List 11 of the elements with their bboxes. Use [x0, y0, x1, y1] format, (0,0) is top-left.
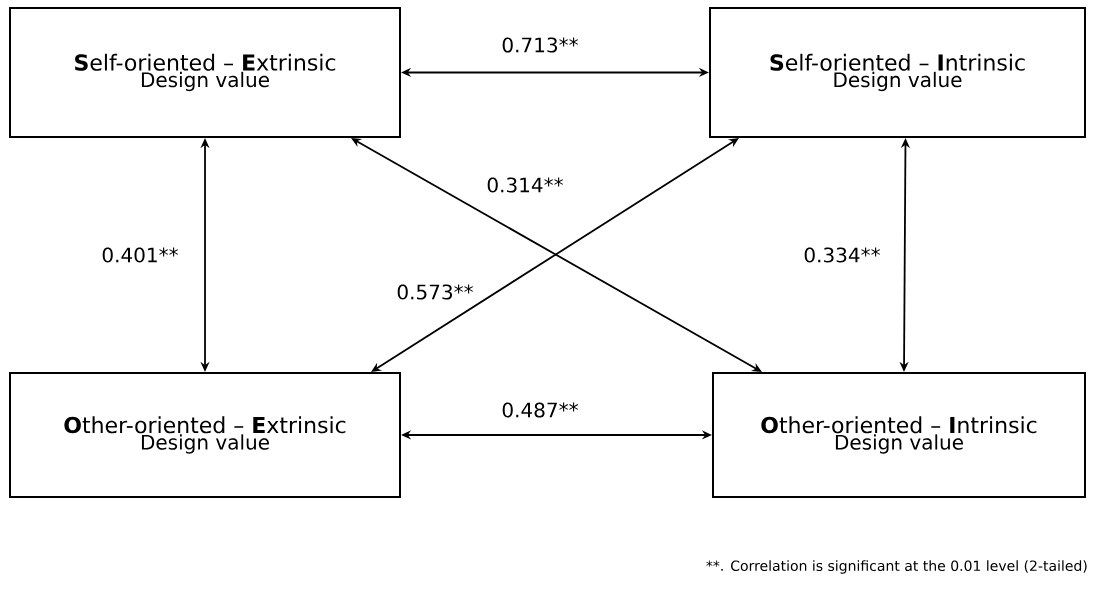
footnote: **. Correlation is significant at the 0.01 level (2-tailed) — [706, 560, 1087, 574]
edge-label: 0.713** — [500, 36, 580, 54]
edge-label: 0.334** — [802, 246, 882, 264]
value-box: Self-oriented – Intrinsic Design value — [709, 7, 1086, 138]
value-box: Other-oriented – Intrinsic Design value — [712, 372, 1086, 498]
edge-label: 0.487** — [500, 401, 580, 419]
value-box: Other-oriented – Extrinsic Design value — [9, 372, 401, 498]
edge-label: 0.573** — [395, 283, 475, 301]
value-box: Self-oriented – Extrinsic Design value — [9, 7, 401, 138]
edge-label: 0.314** — [485, 176, 565, 194]
edge-label: 0.401** — [100, 246, 180, 264]
